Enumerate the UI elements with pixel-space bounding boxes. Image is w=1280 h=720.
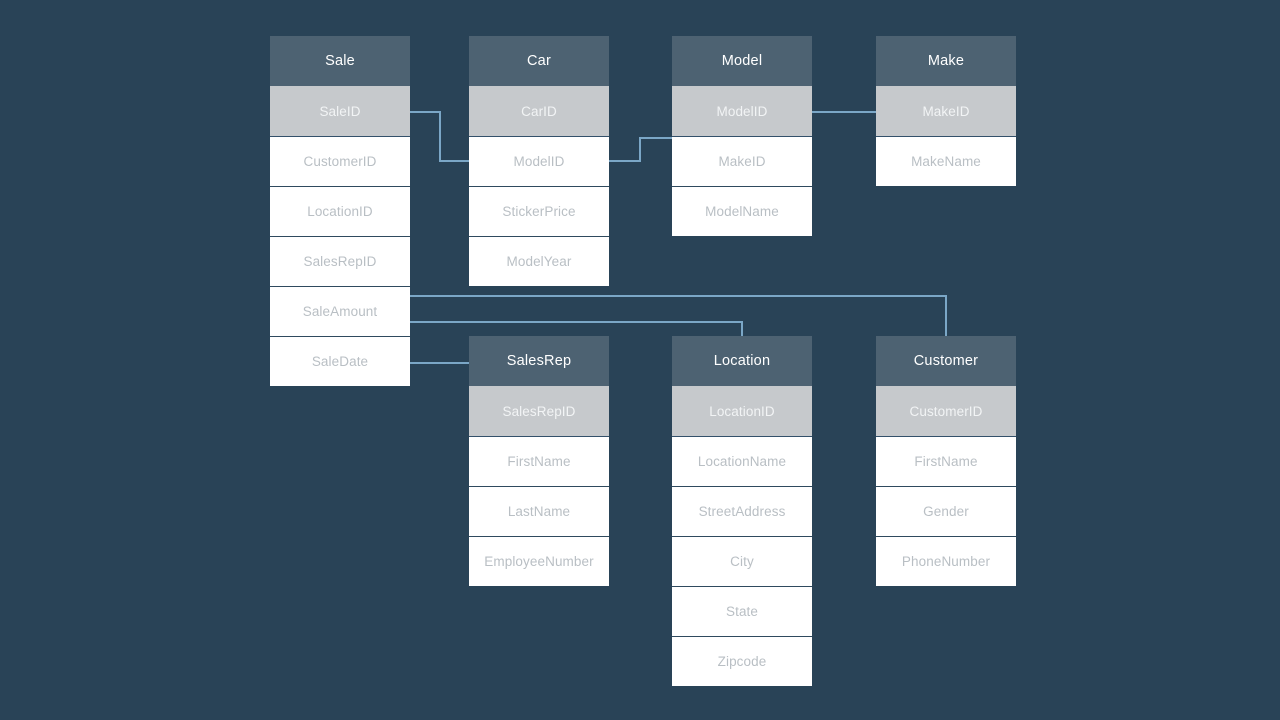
field-row-location-2[interactable]: StreetAddress (672, 486, 812, 536)
entity-title-car: Car (469, 36, 609, 86)
field-row-salesrep-2[interactable]: LastName (469, 486, 609, 536)
field-row-model-2[interactable]: ModelName (672, 186, 812, 236)
entity-title-model: Model (672, 36, 812, 86)
primary-key-row-location-0[interactable]: LocationID (672, 386, 812, 436)
entity-title-sale: Sale (270, 36, 410, 86)
field-row-location-1[interactable]: LocationName (672, 436, 812, 486)
field-row-location-3[interactable]: City (672, 536, 812, 586)
field-row-car-2[interactable]: StickerPrice (469, 186, 609, 236)
entity-title-location: Location (672, 336, 812, 386)
field-row-sale-2[interactable]: LocationID (270, 186, 410, 236)
field-row-car-1[interactable]: ModelID (469, 136, 609, 186)
connector-sale-customer (410, 295, 947, 336)
field-row-sale-4[interactable]: SaleAmount (270, 286, 410, 336)
field-row-sale-3[interactable]: SalesRepID (270, 236, 410, 286)
field-row-customer-3[interactable]: PhoneNumber (876, 536, 1016, 586)
entity-title-make: Make (876, 36, 1016, 86)
field-row-sale-1[interactable]: CustomerID (270, 136, 410, 186)
field-row-model-1[interactable]: MakeID (672, 136, 812, 186)
connector-sale-car (410, 111, 471, 162)
primary-key-row-car-0[interactable]: CarID (469, 86, 609, 136)
primary-key-row-customer-0[interactable]: CustomerID (876, 386, 1016, 436)
entity-title-salesrep: SalesRep (469, 336, 609, 386)
field-row-customer-1[interactable]: FirstName (876, 436, 1016, 486)
field-row-location-5[interactable]: Zipcode (672, 636, 812, 686)
entity-title-customer: Customer (876, 336, 1016, 386)
primary-key-row-make-0[interactable]: MakeID (876, 86, 1016, 136)
field-row-customer-2[interactable]: Gender (876, 486, 1016, 536)
field-row-salesrep-1[interactable]: FirstName (469, 436, 609, 486)
field-row-salesrep-3[interactable]: EmployeeNumber (469, 536, 609, 586)
field-row-sale-5[interactable]: SaleDate (270, 336, 410, 386)
primary-key-row-salesrep-0[interactable]: SalesRepID (469, 386, 609, 436)
field-row-car-3[interactable]: ModelYear (469, 236, 609, 286)
field-row-make-1[interactable]: MakeName (876, 136, 1016, 186)
field-row-location-4[interactable]: State (672, 586, 812, 636)
primary-key-row-model-0[interactable]: ModelID (672, 86, 812, 136)
primary-key-row-sale-0[interactable]: SaleID (270, 86, 410, 136)
connector-car-model (609, 137, 672, 162)
connector-sale-location (410, 321, 743, 336)
